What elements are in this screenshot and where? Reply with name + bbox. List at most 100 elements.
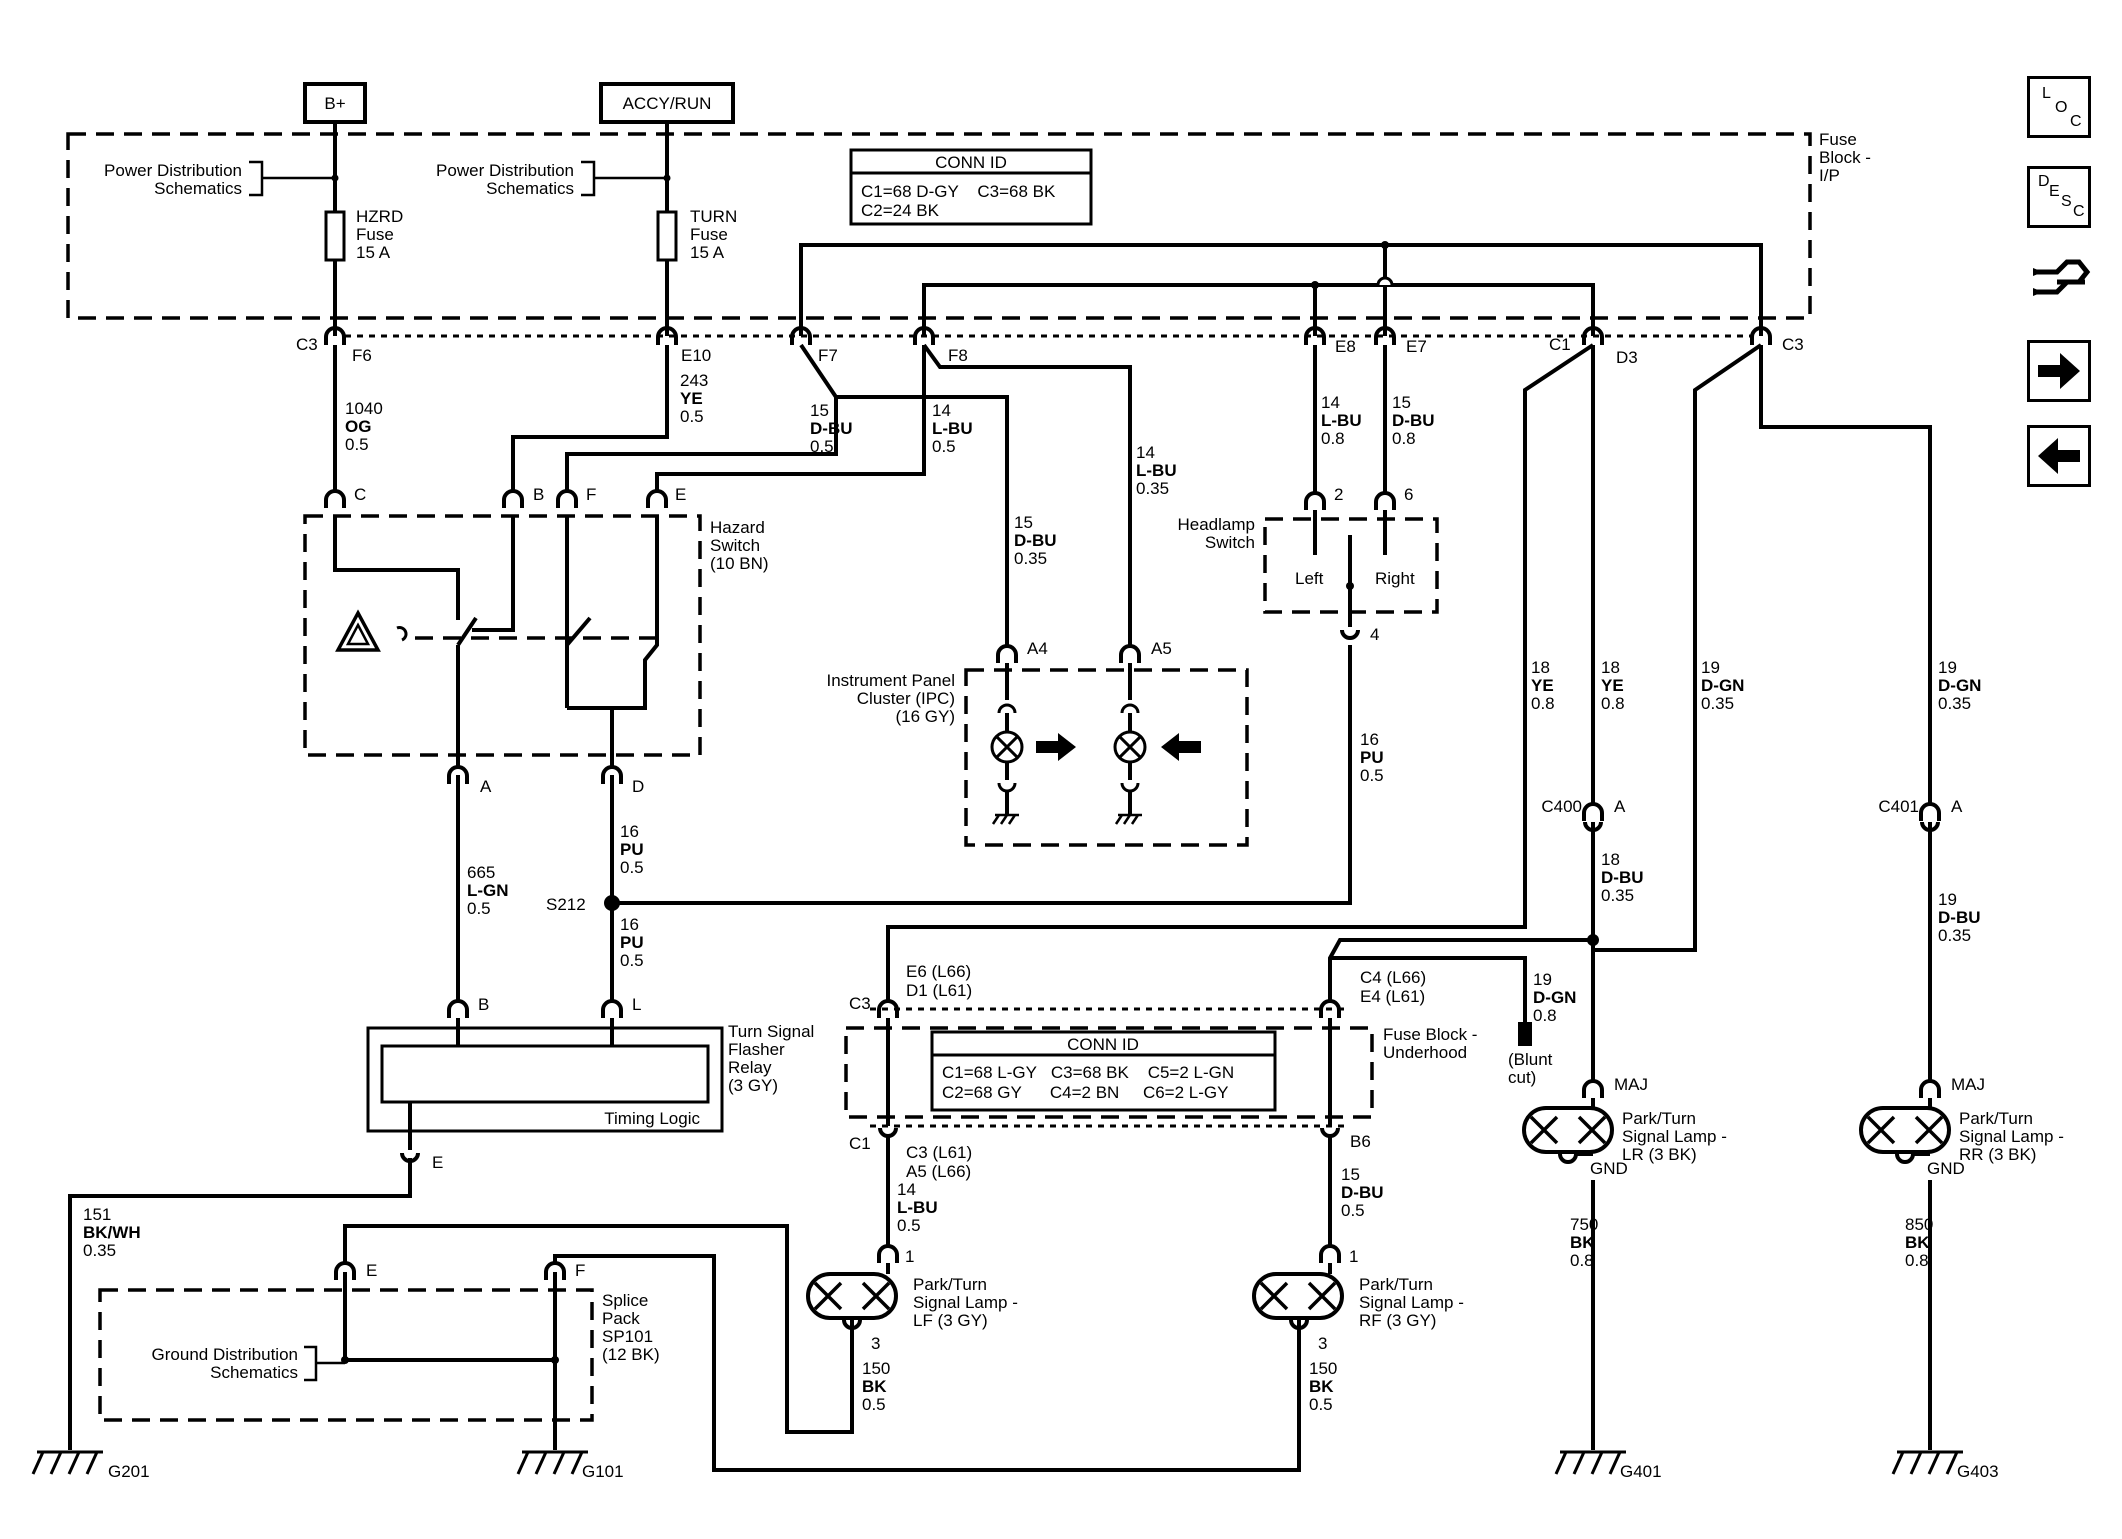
c401-pin: A: [1951, 797, 1963, 816]
desc-button[interactable]: D E S C: [2027, 166, 2091, 228]
wires: [68, 122, 1932, 1472]
wire-18dbu-color: D-BU: [1601, 868, 1644, 887]
pin-f7: F7: [818, 346, 838, 365]
splice-pin-f: F: [575, 1261, 585, 1280]
desc-letter-e: E: [2049, 183, 2060, 200]
wire-850-color: BK: [1905, 1233, 1930, 1252]
turn-fuse-name: TURN: [690, 207, 737, 226]
loc-letter-c: C: [2070, 113, 2082, 130]
wire-14c-color: L-BU: [1321, 411, 1362, 430]
ground-g403-label: G403: [1957, 1462, 1999, 1481]
hazard-label-2: Switch: [710, 536, 760, 555]
wire-14lf-circuit: 14: [897, 1180, 916, 1199]
wire-151-color: BK/WH: [83, 1223, 141, 1242]
turn-fuse-rating: 15 A: [690, 243, 725, 262]
headlamp-pin-6: 6: [1404, 485, 1413, 504]
ipc-label-1: Instrument Panel: [826, 671, 955, 690]
lamp-rr-maj: MAJ: [1951, 1075, 1985, 1094]
harness-button[interactable]: [2027, 248, 2091, 310]
wire-15a-size: 0.5: [810, 437, 834, 456]
wire-15rf-size: 0.5: [1341, 1201, 1365, 1220]
ipc-pin-a5: A5: [1151, 639, 1172, 658]
pin-d3: D3: [1616, 348, 1638, 367]
next-button[interactable]: [2027, 340, 2091, 402]
hzrd-fuse: HZRD Fuse 15 A: [324, 207, 403, 262]
ip-conn-id-box: CONN ID C1=68 D-GY C3=68 BK C2=24 BK: [849, 148, 1093, 226]
wire-150a-size: 0.5: [862, 1395, 886, 1414]
wire-15c-color: D-BU: [1392, 411, 1435, 430]
wire-19dgn-cut-circuit: 19: [1533, 970, 1552, 989]
lamp-lr-label-3: LR (3 BK): [1622, 1145, 1697, 1164]
hzrd-fuse-word: Fuse: [356, 225, 394, 244]
wire-150b-size: 0.5: [1309, 1395, 1333, 1414]
ground-g201-icon: [31, 1450, 105, 1476]
underhood-label-1: Fuse Block -: [1383, 1025, 1477, 1044]
wire-15b-circuit: 15: [1014, 513, 1033, 532]
lamp-rf-label-3: RF (3 GY): [1359, 1311, 1436, 1330]
wire-16pu-hs-circuit: 16: [1360, 730, 1379, 749]
c401-label: C401: [1878, 797, 1919, 816]
lamp-lf-label-3: LF (3 GY): [913, 1311, 988, 1330]
loc-letter-l: L: [2042, 85, 2051, 102]
hazard-pin-c: C: [354, 485, 366, 504]
pin-e8: E8: [1335, 337, 1356, 356]
hazard-pin-e: E: [675, 485, 686, 504]
flasher-pin-e: E: [432, 1153, 443, 1172]
wire-18ye-a-circuit: 18: [1531, 658, 1550, 677]
ipc-label-2: Cluster (IPC): [857, 689, 955, 708]
wire-665-circuit: 665: [467, 863, 495, 882]
pds-right-label-2: Schematics: [486, 179, 574, 198]
wire-18dbu-circuit: 18: [1601, 850, 1620, 869]
blunt-cut-label-1: (Blunt: [1508, 1050, 1553, 1069]
wire-243-color: YE: [680, 389, 703, 408]
underhood-b6: B6: [1350, 1132, 1371, 1151]
wire-1040-circuit: 1040: [345, 399, 383, 418]
wire-15b-color: D-BU: [1014, 531, 1057, 550]
lamp-lf-pin-3: 3: [871, 1334, 880, 1353]
ip-connector-pins: C3 F6 E10 F7 F8 E8 E7 C1 D3 C3: [296, 326, 1804, 367]
wire-14lf-color: L-BU: [897, 1198, 938, 1217]
headlamp-switch: 2 6 Headlamp Switch Left Right 4: [1178, 485, 1439, 644]
previous-button[interactable]: [2027, 425, 2091, 487]
hazard-pin-a: A: [480, 777, 492, 796]
pin-e10: E10: [681, 346, 711, 365]
fuse-block-ip-label-1: Fuse: [1819, 130, 1857, 149]
wire-19dgn-b-circuit: 19: [1938, 658, 1957, 677]
splice-label-1: Splice: [602, 1291, 648, 1310]
connector-c400: C400 A: [1541, 797, 1626, 832]
underhood-a5-l66: A5 (L66): [906, 1162, 971, 1181]
lamp-lr-maj: MAJ: [1614, 1075, 1648, 1094]
hazard-label-3: (10 BN): [710, 554, 769, 573]
wire-18dbu-size: 0.35: [1601, 886, 1634, 905]
wire-19dbu-color: D-BU: [1938, 908, 1981, 927]
underhood-c4: C4 (L66): [1360, 968, 1426, 987]
headlamp-pin-2: 2: [1334, 485, 1343, 504]
loc-letter-o: O: [2055, 99, 2068, 116]
ipc-module: Instrument Panel Cluster (IPC) (16 GY) A…: [826, 639, 1249, 847]
lamp-rf-pin-1: 1: [1349, 1247, 1358, 1266]
wire-16pu-a-color: PU: [620, 840, 644, 859]
lamp-lr-gnd: GND: [1590, 1159, 1628, 1178]
headlamp-label-1: Headlamp: [1178, 515, 1256, 534]
ground-g403: G403: [1891, 1450, 1999, 1481]
lamp-lf: 1 3 Park/Turn Signal Lamp - LF (3 GY): [806, 1244, 1018, 1353]
arrow-left-icon: [2038, 438, 2080, 474]
wire-14b-color: L-BU: [1136, 461, 1177, 480]
wire-16pu-a-size: 0.5: [620, 858, 644, 877]
ground-g101-label: G101: [582, 1462, 624, 1481]
flasher-label-4: (3 GY): [728, 1076, 778, 1095]
lamp-rr-label-1: Park/Turn: [1959, 1109, 2033, 1128]
wire-18ye-b-color: YE: [1601, 676, 1624, 695]
arrow-right-icon: [2038, 353, 2080, 389]
ipc-pin-a4: A4: [1027, 639, 1048, 658]
headlamp-left-label: Left: [1295, 569, 1324, 588]
underhood-conn-id-box: CONN ID C1=68 L-GY C3=68 BK C5=2 L-GN C2…: [930, 1030, 1277, 1112]
loc-button[interactable]: L O C: [2027, 76, 2091, 138]
lamp-lr-label-2: Signal Lamp -: [1622, 1127, 1727, 1146]
ip-conn-id-line1: C1=68 D-GY C3=68 BK: [861, 182, 1056, 201]
splice-s212-label: S212: [546, 895, 586, 914]
hazard-pin-b: B: [533, 485, 544, 504]
ipc-left-arrow-icon: [1161, 733, 1201, 761]
wire-19dgn-a-circuit: 19: [1701, 658, 1720, 677]
